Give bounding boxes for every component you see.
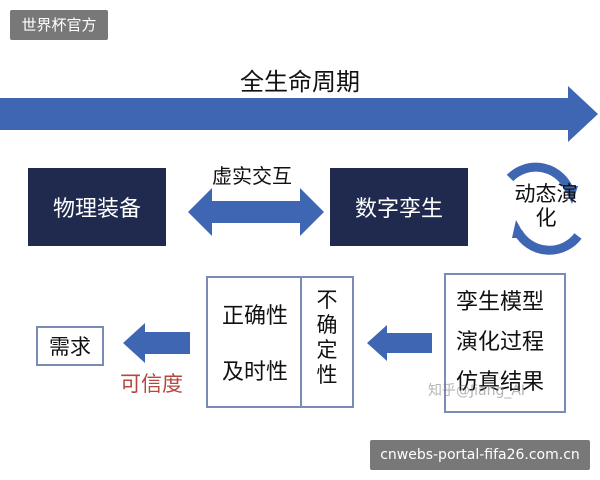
credibility-label: 可信度: [120, 372, 183, 396]
digital-twin-label: 数字孪生: [354, 197, 443, 222]
model-item: 孪生模型: [456, 290, 545, 315]
arrow-to-demand: [123, 323, 190, 363]
model-item: 演化过程: [456, 330, 545, 355]
demand-box: 需求: [36, 326, 104, 366]
lifecycle-label: 全生命周期: [240, 68, 360, 96]
dynamic-evolution-label: 动态演化: [514, 182, 578, 230]
quality-right-cell: 不确定性: [304, 278, 352, 406]
timeliness-label: 及时性: [222, 360, 289, 385]
physical-equipment-label: 物理装备: [52, 197, 141, 222]
evolution-cycle-icon: [506, 162, 582, 255]
interaction-arrow: [188, 188, 324, 236]
site-watermark-badge: 世界杯官方: [10, 10, 108, 40]
physical-equipment-box: 物理装备: [28, 168, 166, 246]
url-watermark-badge: cnwebs-portal-fifa26.com.cn: [370, 440, 590, 470]
model-output-box: 孪生模型 演化过程 仿真结果: [444, 273, 566, 413]
model-item: 仿真结果: [456, 370, 545, 395]
accuracy-label: 正确性: [222, 304, 289, 329]
digital-twin-box: 数字孪生: [330, 168, 468, 246]
arrow-to-quality: [367, 325, 432, 361]
demand-label: 需求: [49, 335, 91, 359]
lifecycle-arrow: [0, 86, 598, 142]
interaction-label: 虚实交互: [212, 164, 292, 188]
uncertainty-label: 不确定性: [316, 288, 338, 387]
quality-box: 正确性 及时性 不确定性: [206, 276, 354, 408]
author-watermark: 知乎@Jiang_AI: [428, 383, 526, 399]
quality-left-cell: 正确性 及时性: [208, 278, 302, 406]
